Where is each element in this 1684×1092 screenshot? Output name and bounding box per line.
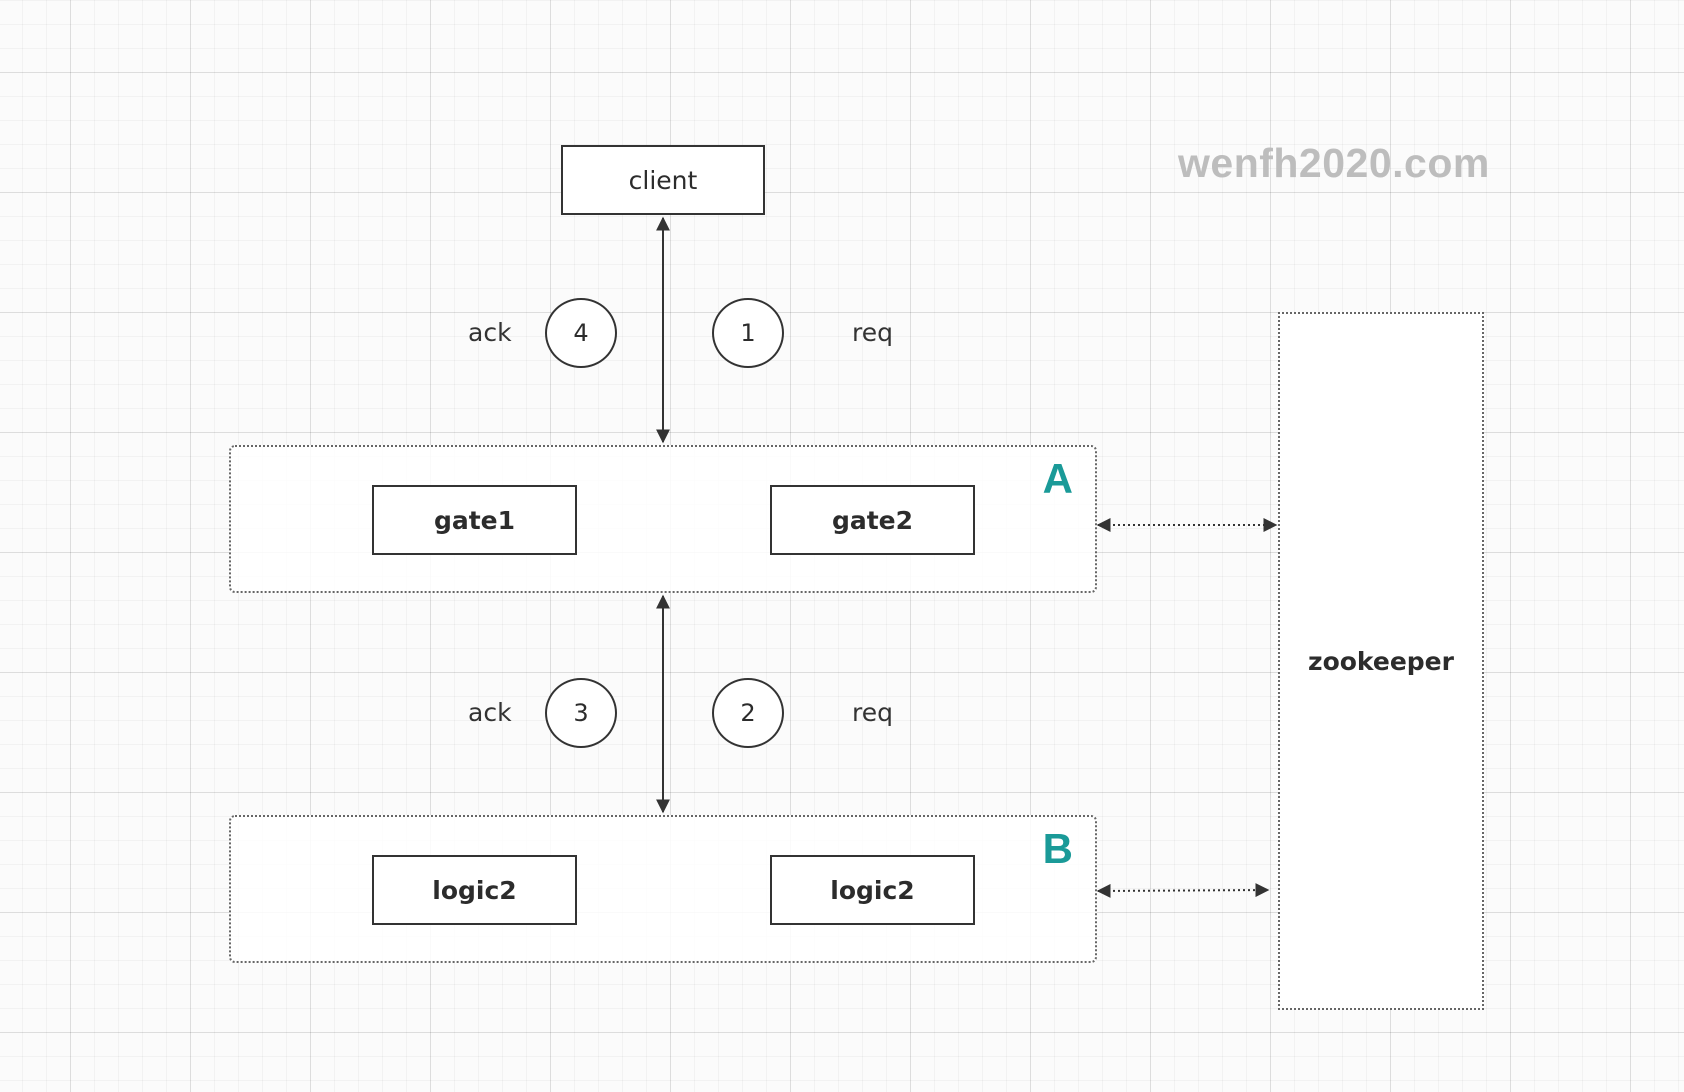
step-2-number: 2 [740, 699, 756, 727]
client-label: client [628, 165, 698, 195]
step-1-circle: 1 [712, 298, 784, 368]
step-1-number: 1 [740, 319, 756, 347]
upper-ack-label: ack [468, 318, 512, 347]
step-2-circle: 2 [712, 678, 784, 748]
lower-ack-label: ack [468, 698, 512, 727]
lower-req-label: req [852, 698, 893, 727]
zookeeper-box[interactable]: zookeeper [1278, 312, 1484, 1010]
watermark-text: wenfh2020.com [1178, 140, 1490, 186]
gate1-label: gate1 [433, 505, 516, 535]
step-3-number: 3 [573, 699, 589, 727]
zookeeper-label: zookeeper [1308, 646, 1454, 676]
gate1-box[interactable]: gate1 [372, 485, 577, 555]
logic-box-1[interactable]: logic2 [372, 855, 577, 925]
logic-label-1: logic2 [432, 875, 517, 905]
upper-req-label: req [852, 318, 893, 347]
gate2-box[interactable]: gate2 [770, 485, 975, 555]
b-zookeeper-arrow [1096, 883, 1270, 898]
logic-box-2[interactable]: logic2 [770, 855, 975, 925]
step-4-circle: 4 [545, 298, 617, 368]
client-box[interactable]: client [561, 145, 765, 215]
step-3-circle: 3 [545, 678, 617, 748]
group-a-label: A [1042, 455, 1073, 502]
logic-label-2: logic2 [830, 875, 915, 905]
group-b-label: B [1042, 825, 1073, 872]
gate2-label: gate2 [831, 505, 914, 535]
step-4-number: 4 [573, 319, 589, 347]
